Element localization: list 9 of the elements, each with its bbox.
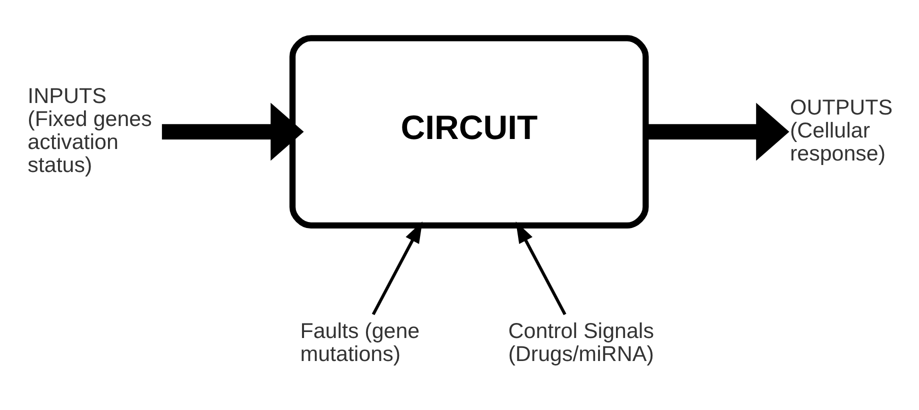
node-text: Faults (gene mutations) — [300, 318, 420, 366]
arrow — [646, 102, 790, 160]
arrow — [372, 220, 422, 315]
node-text: OUTPUTS (Cellular response) — [790, 94, 893, 166]
arrow — [516, 220, 566, 315]
node-box: CIRCUIT — [289, 34, 649, 228]
node-text: Control Signals (Drugs/miRNA) — [508, 318, 654, 366]
node-text: INPUTS (Fixed genes activation status) — [28, 83, 152, 177]
arrow — [162, 102, 304, 160]
